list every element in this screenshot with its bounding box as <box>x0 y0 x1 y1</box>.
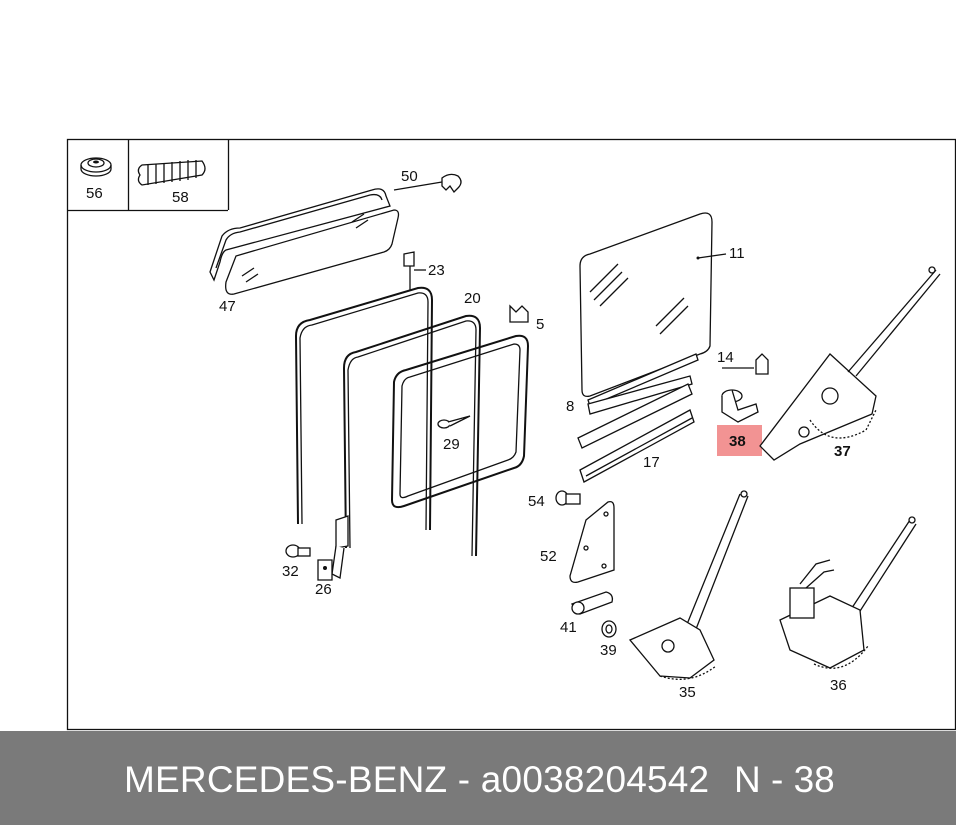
label-14: 14 <box>717 349 734 366</box>
part-39-ring <box>601 620 617 638</box>
label-8: 8 <box>566 398 574 415</box>
footer-part-number: MERCEDES-BENZ - a0038204542 <box>124 759 710 800</box>
highlight-38 <box>717 425 762 456</box>
label-56: 56 <box>86 185 103 202</box>
part-35-regulator <box>628 490 749 680</box>
label-29: 29 <box>443 436 460 453</box>
part-20-outer-seal <box>331 314 482 579</box>
label-32: 32 <box>282 563 299 580</box>
part-56-grommet <box>80 157 112 177</box>
part-8-channel <box>587 375 693 415</box>
part-32-bolt <box>285 544 311 558</box>
label-11: 11 <box>729 245 745 262</box>
footer-bar: MERCEDES-BENZ - a0038204542 N - 38 <box>0 731 956 825</box>
label-50: 50 <box>401 168 418 185</box>
part-5-glass-frame <box>390 304 530 509</box>
part-52-plate <box>569 500 615 584</box>
part-17-strip <box>579 409 695 483</box>
label-23: 23 <box>428 262 445 279</box>
label-38: 38 <box>729 433 746 450</box>
part-14-strip <box>577 353 769 449</box>
label-35: 35 <box>679 684 696 701</box>
part-47-vent-window <box>209 188 400 295</box>
label-54: 54 <box>528 493 545 510</box>
part-37-regulator <box>759 266 941 461</box>
part-23-channel-seal <box>294 251 434 531</box>
label-5: 5 <box>536 316 544 333</box>
part-26-bracket <box>317 559 333 581</box>
label-39: 39 <box>600 642 617 659</box>
label-26: 26 <box>315 581 332 598</box>
label-47: 47 <box>219 298 236 315</box>
label-20: 20 <box>464 290 481 307</box>
footer-reference: N - 38 <box>734 759 835 800</box>
part-41-link <box>570 591 614 615</box>
part-36-regulator <box>779 516 917 669</box>
label-41: 41 <box>560 619 577 636</box>
part-38-motor <box>721 389 759 423</box>
label-58: 58 <box>172 189 189 206</box>
part-11-door-glass <box>579 212 727 407</box>
part-50-clip <box>393 173 462 194</box>
part-58-bellows <box>137 160 206 186</box>
label-52: 52 <box>540 548 557 565</box>
part-29-screw <box>437 415 471 429</box>
part-54-bolt <box>555 490 581 506</box>
label-37: 37 <box>834 443 851 460</box>
label-17: 17 <box>643 454 660 471</box>
label-36: 36 <box>830 677 847 694</box>
parts-diagram: 56 58 47 50 23 20 5 <box>66 138 956 731</box>
